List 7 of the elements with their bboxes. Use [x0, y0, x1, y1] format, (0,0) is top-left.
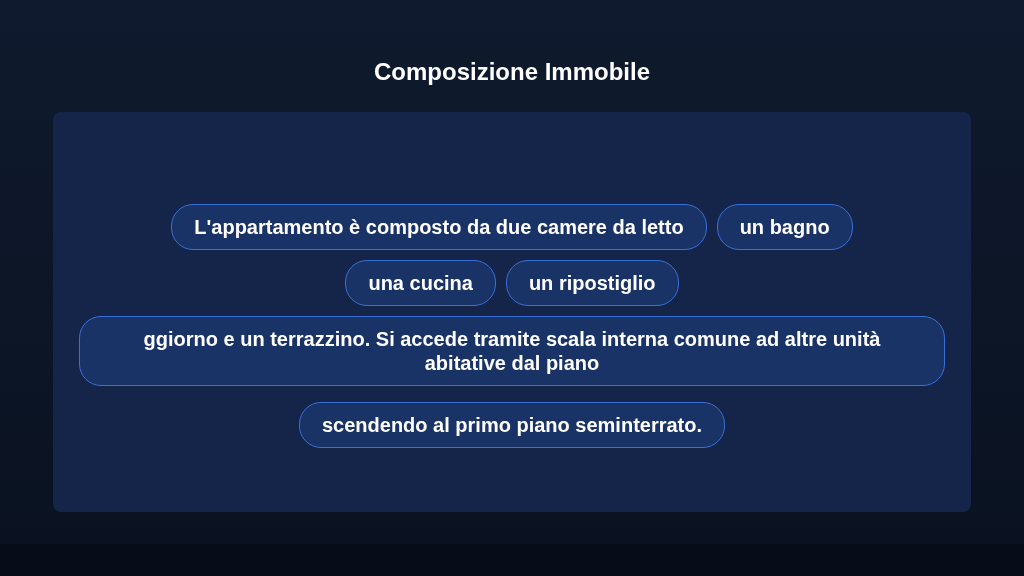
text-pill: ggiorno e un terrazzino. Si accede tramite scala interna comune ad altre unità abitative dal piano: [79, 316, 945, 386]
text-pill: una cucina: [345, 260, 496, 306]
diagram-title: Composizione Immobile: [374, 58, 650, 86]
text-pill: L'appartamento è composto da due camere da letto: [171, 204, 707, 250]
text-pill: scendendo al primo piano seminterrato.: [298, 402, 726, 448]
text-pill: un bagno: [716, 204, 853, 250]
text-pill: un ripostiglio: [505, 260, 679, 306]
